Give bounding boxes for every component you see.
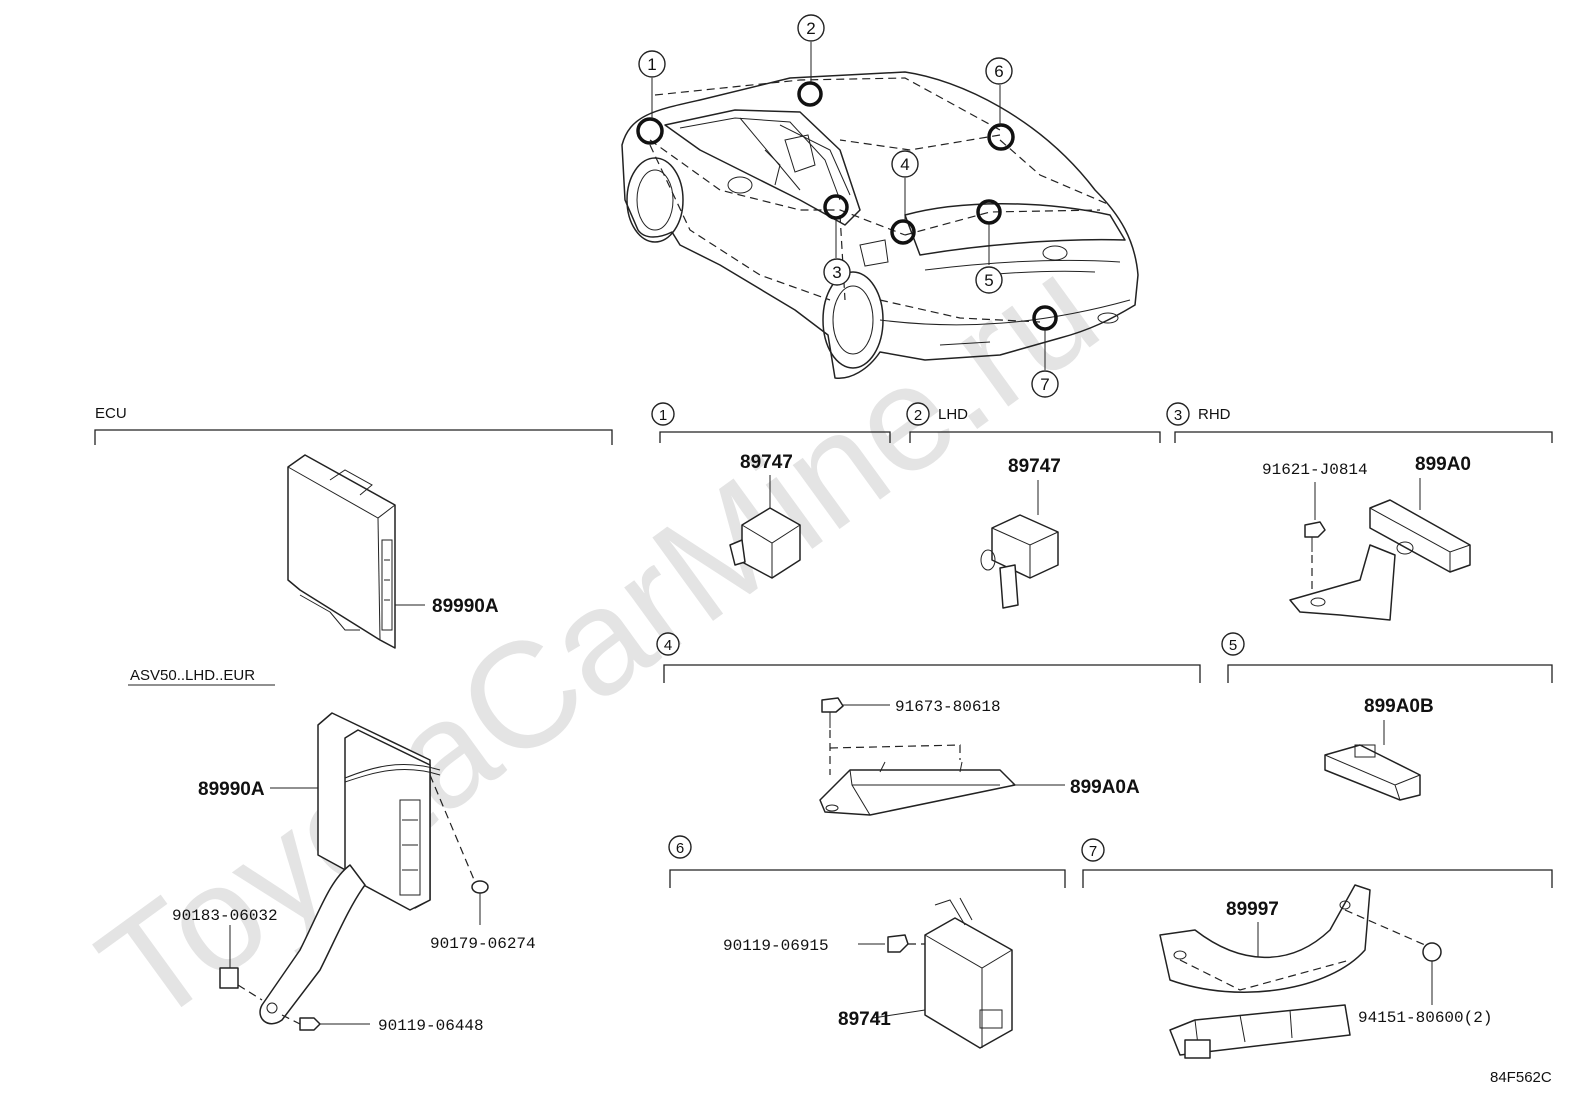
svg-text:5: 5 [984,271,993,290]
car-illustration [621,42,1139,379]
part-ecu-variant-bolt: 90119-06448 [378,1017,484,1035]
svg-text:1: 1 [659,407,667,424]
svg-text:4: 4 [900,155,909,174]
svg-text:2: 2 [914,407,922,424]
part-s5-sensor: 899A0B [1364,696,1434,717]
part-ecu-variant-nut: 90183-06032 [172,907,278,925]
ecu-variant-assembly: 89990A 90183-06032 90179-06274 90119-064… [172,712,536,1035]
part-s3-sensor: 899A0 [1415,454,1471,475]
callout-2: 2 [797,14,825,42]
svg-text:7: 7 [1089,843,1097,860]
svg-text:3: 3 [1174,407,1182,424]
s2-label: LHD [938,406,968,423]
callout-5: 5 [975,266,1003,294]
part-s7-clip: 94151-80600(2) [1358,1009,1492,1027]
part-s6-bolt: 90119-06915 [723,937,829,955]
part-s2-sensor: 89747 [1008,456,1061,477]
part-s7-sensor: 89997 [1226,899,1279,920]
variant-label: ASV50..LHD..EUR [130,667,255,684]
svg-text:3: 3 [832,263,841,282]
section-1: 1 89747 [651,402,891,579]
section-2: 2 LHD 89747 [906,402,1161,609]
svg-text:1: 1 [647,55,656,74]
callout-7: 7 [1031,370,1059,398]
ecu-section-label: ECU [95,405,127,422]
callout-4: 4 [891,150,919,178]
figure-code: 84F562C [1490,1069,1552,1086]
ecu-bracket [94,429,613,445]
ecu-section: ECU 89990A ASV50..LHD..EUR [94,405,613,686]
part-s1-sensor: 89747 [740,452,793,473]
callout-3: 3 [823,258,851,286]
s3-label: RHD [1198,406,1231,423]
section-5: 5 899A0B [1221,632,1553,801]
svg-text:6: 6 [994,62,1003,81]
callout-6: 6 [985,57,1013,85]
part-ecu-variant-main: 89990A [198,779,265,800]
svg-text:7: 7 [1040,375,1049,394]
svg-text:2: 2 [806,19,815,38]
section-3: 3 RHD 91621-J0814 899A0 [1166,402,1553,621]
part-ecu-main: 89990A [432,596,499,617]
svg-text:4: 4 [664,637,672,654]
section-7: 7 89997 94151-80600(2) [1081,838,1553,1059]
part-s4-sensor: 899A0A [1070,777,1140,798]
section-4: 4 91673-80618 899A0A [656,632,1201,816]
callout-1: 1 [638,50,666,78]
part-s4-bolt: 91673-80618 [895,698,1001,716]
svg-text:5: 5 [1229,637,1237,654]
part-ecu-variant-clip: 90179-06274 [430,935,536,953]
part-s3-bolt: 91621-J0814 [1262,461,1368,479]
ecu-unit-drawing [287,454,396,649]
part-s6-sensor: 89741 [838,1009,891,1030]
section-6: 6 90119-06915 89741 [668,835,1066,1049]
svg-text:6: 6 [676,840,684,857]
